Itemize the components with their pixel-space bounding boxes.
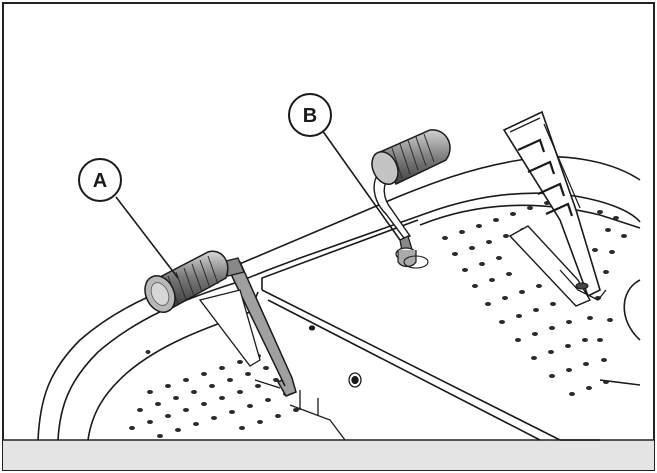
notched-gate [502, 110, 607, 307]
callout-a-label: A [93, 170, 107, 192]
callout-b-label: B [303, 105, 317, 127]
bottom-band [3, 440, 654, 470]
callout-a: A [78, 158, 179, 279]
callout-b-leader [321, 129, 401, 241]
deck-fixtures [254, 325, 362, 441]
perforations-left [129, 350, 299, 438]
lever-b [371, 129, 451, 269]
callout-a-leader [115, 196, 179, 279]
callout-a-circle [78, 158, 122, 202]
lever-a [144, 250, 297, 397]
perforations-right [442, 201, 627, 396]
callout-b: B [288, 93, 401, 241]
callout-b-circle [288, 93, 332, 137]
